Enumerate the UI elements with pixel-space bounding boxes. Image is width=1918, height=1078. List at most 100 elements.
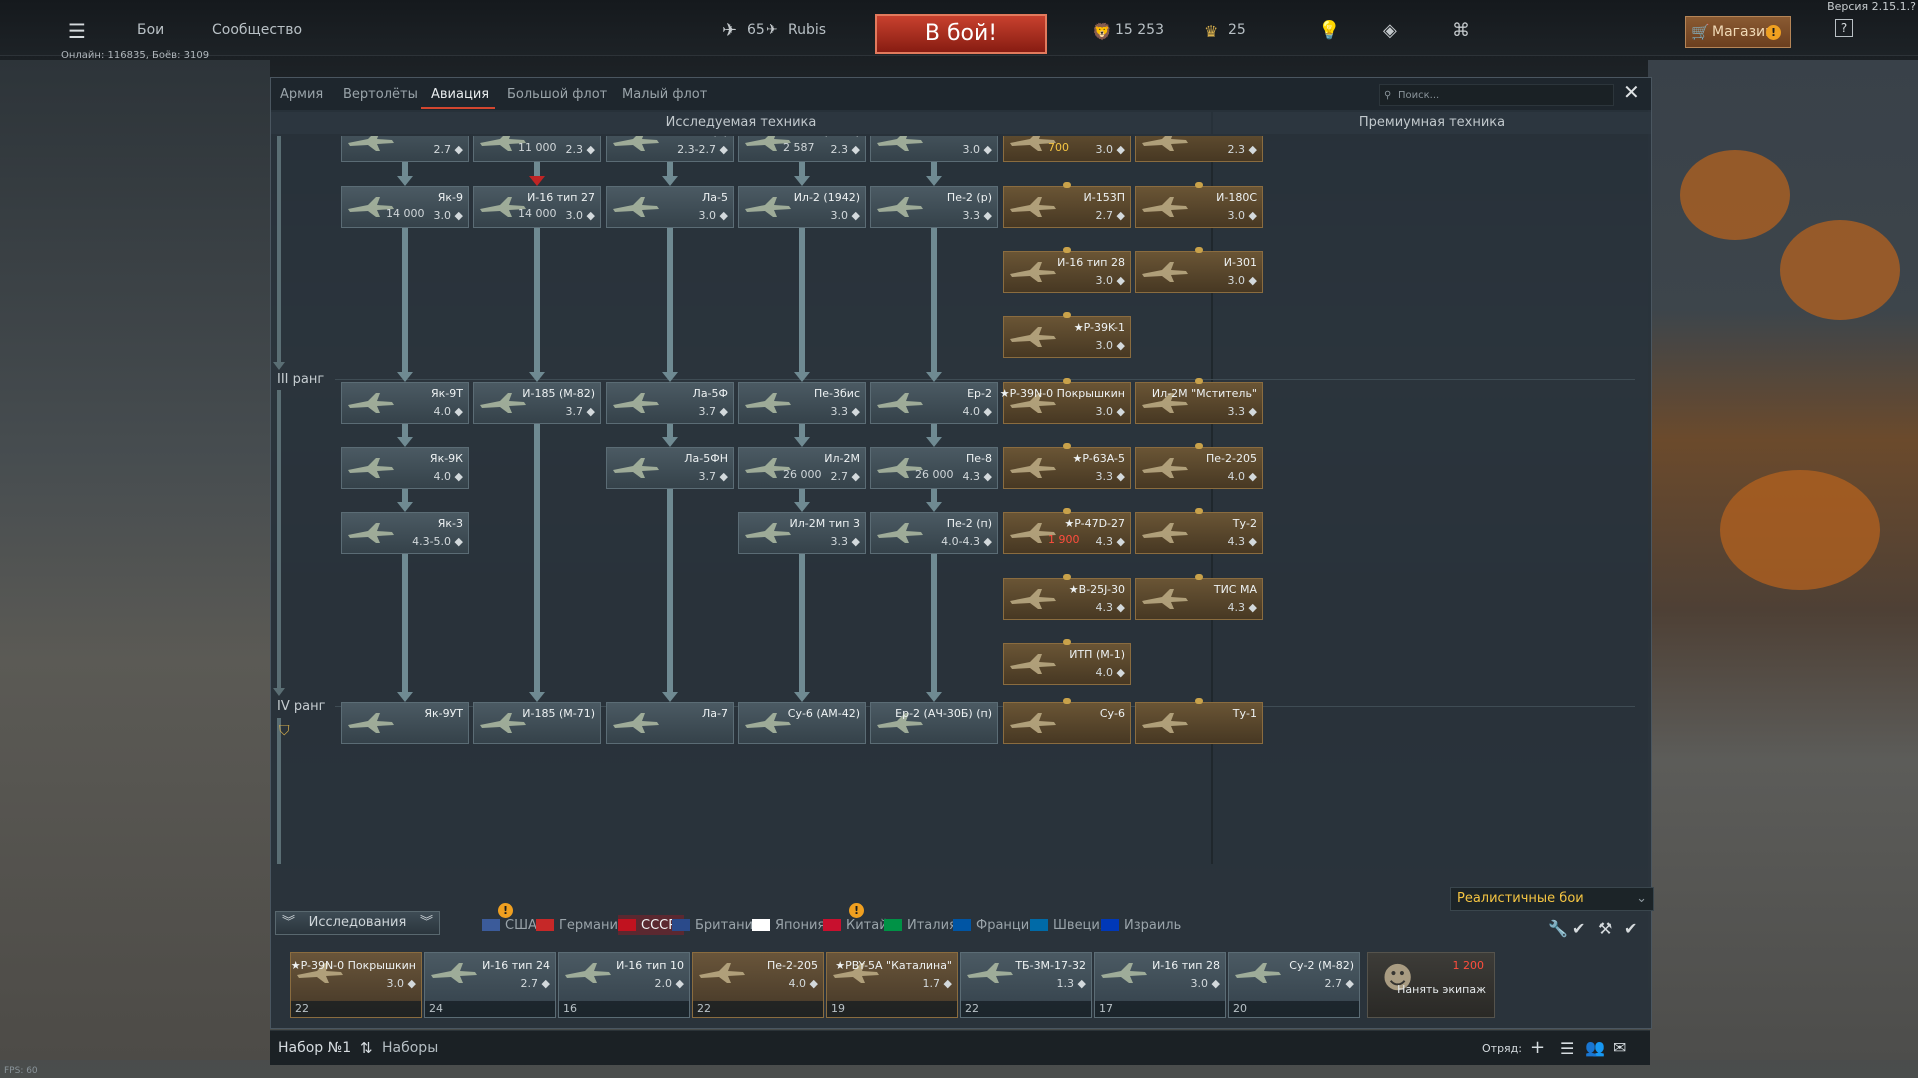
vehicle-card[interactable]: Ла-7 bbox=[606, 702, 734, 744]
nation-tab[interactable]: Италия bbox=[884, 918, 957, 933]
decals-icon[interactable]: ◈ bbox=[1383, 20, 1397, 41]
nation-tab[interactable]: Британия bbox=[672, 918, 761, 933]
research-cost: 14 000 bbox=[518, 207, 557, 220]
vehicle-card[interactable]: Су-6 (АМ-42) bbox=[738, 702, 866, 744]
crew-slot-card[interactable]: Су-2 (М-82)2.7 ◆20 bbox=[1228, 952, 1360, 1018]
checkmark-icon[interactable]: ✔ bbox=[1572, 919, 1586, 938]
coupons-icon[interactable]: ⌘ bbox=[1452, 20, 1470, 41]
community-menu[interactable]: Сообщество bbox=[212, 22, 303, 38]
vehicle-card[interactable]: ИТП (М-1)4.0 ◆ bbox=[1003, 643, 1131, 685]
nation-tab[interactable]: Швеция bbox=[1030, 918, 1108, 933]
flag-icon bbox=[884, 919, 902, 931]
vehicle-card[interactable]: Ту-1 bbox=[1135, 702, 1263, 744]
vehicle-card[interactable]: И-185 (М-71) bbox=[473, 702, 601, 744]
nation-tab[interactable]: Япония bbox=[752, 918, 825, 933]
help-icon[interactable]: ? bbox=[1835, 19, 1853, 37]
nation-tab[interactable]: Германия bbox=[536, 918, 626, 933]
vehicle-card[interactable]: Ил-2 (1941)2.3 ◆2 587 bbox=[738, 136, 866, 162]
tab-coastal-fleet[interactable]: Малый флот bbox=[622, 87, 708, 102]
preset-name[interactable]: Набор №1 bbox=[278, 1040, 352, 1056]
vehicle-card[interactable]: ЛаГГ-3-342.3 ◆ bbox=[1135, 136, 1263, 162]
friends-icon[interactable]: 👥 bbox=[1585, 1038, 1605, 1057]
battles-menu[interactable]: Бои bbox=[137, 22, 165, 38]
mail-icon[interactable]: ✉ bbox=[1613, 1038, 1627, 1057]
add-squad-icon[interactable]: + bbox=[1530, 1037, 1546, 1058]
player-avatar-icon[interactable]: ✈ bbox=[722, 20, 738, 41]
crew-level: 22 bbox=[295, 1002, 309, 1015]
vehicle-card[interactable]: Ил-2 (1942)3.0 ◆ bbox=[738, 186, 866, 228]
search-input[interactable]: ⚲ Поиск... bbox=[1379, 84, 1614, 106]
hire-crew-card[interactable]: ☻ 1 200 Нанять экипаж bbox=[1367, 952, 1495, 1018]
player-name[interactable]: Rubis bbox=[788, 22, 827, 38]
tab-bluewater-fleet[interactable]: Большой флот bbox=[507, 87, 608, 102]
close-icon[interactable]: ✕ bbox=[1623, 80, 1640, 104]
vehicle-card[interactable]: МиГ-3-342.3 ◆11 000 bbox=[473, 136, 601, 162]
nation-tab[interactable]: Израиль bbox=[1101, 918, 1181, 933]
vehicle-card[interactable]: ЛаГГ-3 (п)2.3-2.7 ◆ bbox=[606, 136, 734, 162]
menu-icon[interactable]: ☰ bbox=[68, 19, 86, 43]
checkmark-icon[interactable]: ✔ bbox=[1624, 919, 1638, 938]
wrench-icon[interactable]: 🔧 bbox=[1548, 919, 1568, 938]
nation-tab[interactable]: Китай bbox=[823, 918, 888, 933]
to-battle-button[interactable]: В бой! bbox=[875, 14, 1047, 54]
tab-aviation[interactable]: Авиация bbox=[431, 87, 490, 102]
shop-button[interactable]: 🛒 Магазин ! bbox=[1685, 16, 1791, 48]
nation-tab[interactable]: США bbox=[482, 918, 537, 933]
vehicle-card[interactable]: Як-9УТ bbox=[341, 702, 469, 744]
vehicle-card[interactable]: Пе-2 (п)4.0-4.3 ◆ bbox=[870, 512, 998, 554]
nation-tab[interactable]: Франция bbox=[953, 918, 1037, 933]
vehicle-card[interactable]: Як-7Б2.7 ◆ bbox=[341, 136, 469, 162]
vehicle-card[interactable]: Ил-43.0 ◆ bbox=[870, 136, 998, 162]
presets-button[interactable]: Наборы bbox=[382, 1040, 439, 1056]
unlock-badge-icon[interactable]: ⛉ bbox=[279, 723, 290, 739]
research-button[interactable]: ︾ Исследования ︾ bbox=[275, 911, 440, 935]
vehicle-card[interactable]: Ил-2М "Мститель"3.3 ◆ bbox=[1135, 382, 1263, 424]
vehicle-card[interactable]: Пе-2 (р)3.3 ◆ bbox=[870, 186, 998, 228]
vehicle-card[interactable]: И-185 (М-82)3.7 ◆ bbox=[473, 382, 601, 424]
tab-army[interactable]: Армия bbox=[280, 87, 324, 102]
crew-slot-card[interactable]: ★PBY-5A "Каталина"1.7 ◆19 bbox=[826, 952, 958, 1018]
vehicle-card[interactable]: Ер-2 (АЧ-30Б) (п) bbox=[870, 702, 998, 744]
list-icon[interactable]: ☰ bbox=[1560, 1039, 1575, 1058]
lightbulb-icon[interactable]: 💡 bbox=[1318, 20, 1341, 41]
search-icon: ⚲ bbox=[1384, 90, 1392, 101]
repair-all-icon[interactable]: ⚒ bbox=[1598, 919, 1613, 938]
game-mode-select[interactable]: Реалистичные бои ⌄ bbox=[1450, 887, 1654, 911]
vehicle-card[interactable]: ★Hurricane Mk.IIB3.0 ◆700 bbox=[1003, 136, 1131, 162]
nation-tab[interactable]: СССР bbox=[618, 918, 676, 933]
vehicle-card[interactable]: Су-6 bbox=[1003, 702, 1131, 744]
tab-helicopters[interactable]: Вертолёты bbox=[343, 87, 418, 102]
swap-icon[interactable]: ⇅ bbox=[360, 1039, 373, 1057]
